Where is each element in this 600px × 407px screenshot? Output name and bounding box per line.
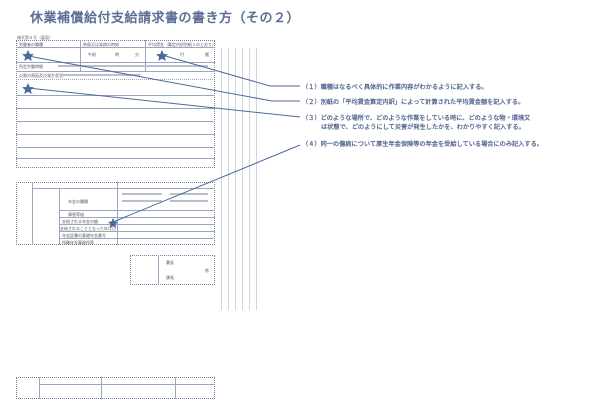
office-stamp-box (130, 255, 215, 285)
office-chief-label: 署長 (166, 260, 174, 265)
note-4: （４）同一の傷病について厚生年金保険等の年金を受給している場合にのみ記入する。 (302, 141, 543, 148)
pension-number-label: 年金証書の基礎年金番号 (62, 233, 106, 238)
form-number: 様式第８号（裏面） (17, 35, 53, 40)
connector-line-2 (161, 54, 300, 87)
star-marker-icon (156, 50, 168, 61)
connector-line-3 (27, 87, 301, 118)
pension-office-label: 所轄年金事務所等 (62, 240, 94, 245)
minute-label: 分 (135, 52, 139, 57)
pension-type-label: 年金の種類 (68, 199, 88, 204)
star-marker-icon (22, 83, 34, 94)
form-side-column (218, 48, 260, 310)
yen-label: 円 (180, 52, 184, 57)
work-hours-label: 所定労働時間 (19, 64, 43, 69)
am-label: 午前 (88, 52, 96, 57)
hour-label: 時 (115, 52, 119, 57)
section-chief-label: 課長 (166, 275, 174, 280)
staff-label: 係 (205, 268, 209, 273)
injury-time-header: 負傷又は発病の時刻 (83, 42, 119, 47)
form-pension-section (16, 182, 215, 245)
pension-amount-label: 支給される年金の額 (62, 219, 98, 224)
note-3: （３）どのような場所で、どのような作業をしている時に、どのような物・環境又は状態… (302, 115, 531, 131)
occupation-header: 労働者の職種 (19, 42, 43, 47)
form-upper-section (16, 40, 215, 168)
connector-line-4 (112, 144, 301, 223)
note-1: （１）職種はなるべく具体的に作業内容がわかるように記入する。 (302, 84, 488, 91)
pension-date-label: 支給されることとなった年月日 (60, 226, 116, 231)
form-bottom-section (16, 377, 215, 399)
note-2: （２）別紙の「平均賃金算定内訳」によって計算された平均賃金額を記入する。 (302, 99, 525, 106)
page-title: 休業補償給付支給請求書の書き方（その２） (30, 11, 301, 26)
sen-label: 銭 (205, 52, 209, 57)
disaster-label: 災害の原因及び発生状況 (19, 73, 63, 78)
star-marker-icon (108, 218, 118, 228)
average-wage-header: 平均賃金（算定内訳別紙１のとおり） (148, 42, 216, 47)
star-marker-icon (22, 50, 34, 61)
connector-line-1 (27, 55, 300, 102)
disability-grade-label: 障害等級 (68, 212, 84, 217)
